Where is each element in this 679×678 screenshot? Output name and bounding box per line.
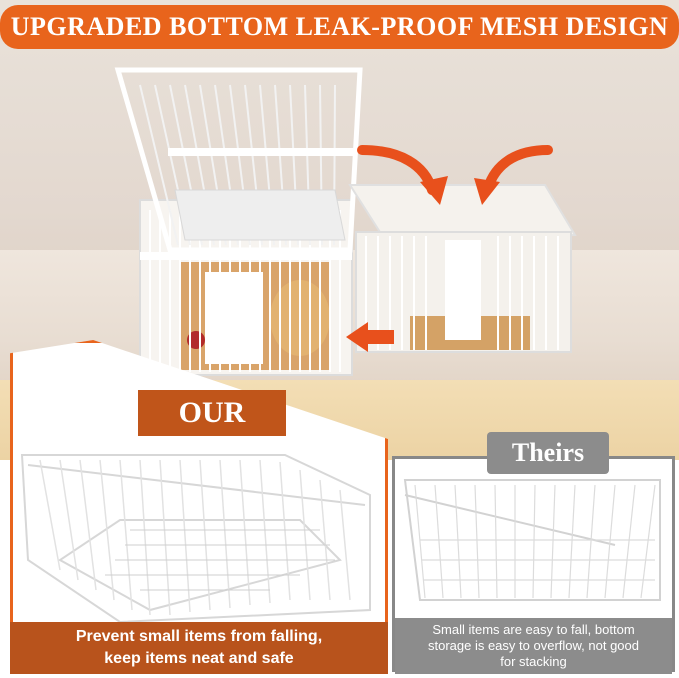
theirs-caption-line3: for stacking — [500, 654, 567, 669]
theirs-label: Theirs — [487, 432, 609, 474]
theirs-caption: Small items are easy to fall, bottom sto… — [395, 618, 672, 674]
our-caption: Prevent small items from falling, keep i… — [10, 622, 388, 674]
curved-arrow-icon — [357, 145, 448, 205]
headline-banner: UPGRADED BOTTOM LEAK-PROOF MESH DESIGN — [0, 5, 679, 49]
theirs-label-text: Theirs — [511, 438, 585, 467]
curved-arrow-icon — [474, 145, 553, 205]
theirs-caption-line2: storage is easy to overflow, not good — [427, 638, 639, 653]
headline-text: UPGRADED BOTTOM LEAK-PROOF MESH DESIGN — [10, 12, 669, 41]
our-label-text: OUR — [178, 396, 246, 429]
arrow-left-icon — [346, 322, 394, 352]
our-caption-line1: Prevent small items from falling, — [75, 628, 323, 645]
theirs-caption-line1: Small items are easy to fall, bottom — [432, 622, 635, 637]
upper-basket — [114, 67, 363, 253]
our-caption-line2: keep items neat and safe — [104, 650, 294, 667]
right-basket — [348, 184, 577, 353]
our-label: OUR — [138, 390, 286, 436]
